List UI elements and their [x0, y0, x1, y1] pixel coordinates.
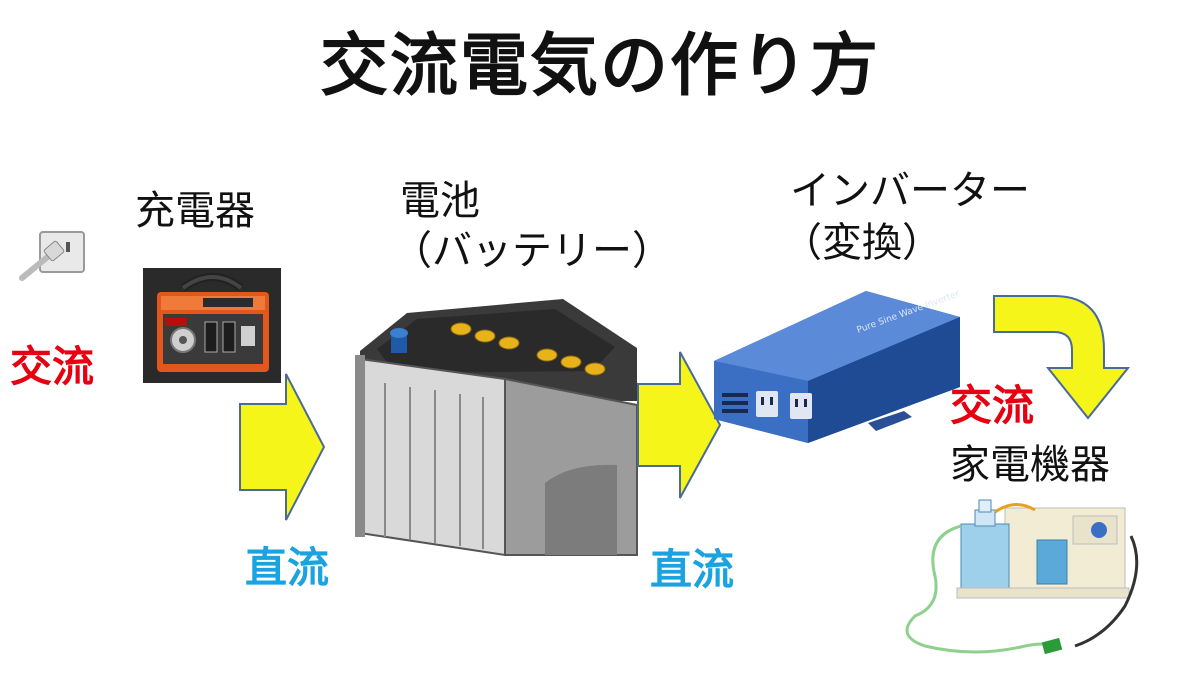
battery-label-line2: （バッテリー）	[392, 228, 672, 274]
page-title: 交流電気の作り方	[319, 27, 880, 106]
ac-label-output: 交流	[950, 381, 1035, 430]
dc-label-charger: 直流	[245, 543, 330, 592]
inverter-image: Pure Sine Wave Inverter	[714, 289, 961, 443]
ac-label-input: 交流	[10, 342, 95, 391]
charger-label: 充電器	[135, 188, 255, 234]
arrow-inverter-to-appliance	[993, 295, 1131, 420]
arrow-charger-to-battery	[239, 373, 326, 521]
dc-label-battery: 直流	[650, 545, 735, 594]
battery-charger-image	[143, 268, 281, 383]
appliance-label: 家電機器	[950, 442, 1110, 488]
wall-outlet-icon	[19, 231, 85, 281]
arrow-battery-to-inverter	[637, 351, 722, 499]
home-appliance-image	[905, 499, 1139, 655]
inverter-label-line2: （変換）	[782, 220, 942, 266]
inverter-label-line1: インバーター	[790, 168, 1030, 214]
battery-label-line1: 電池	[400, 178, 480, 224]
car-battery-image	[355, 299, 638, 557]
